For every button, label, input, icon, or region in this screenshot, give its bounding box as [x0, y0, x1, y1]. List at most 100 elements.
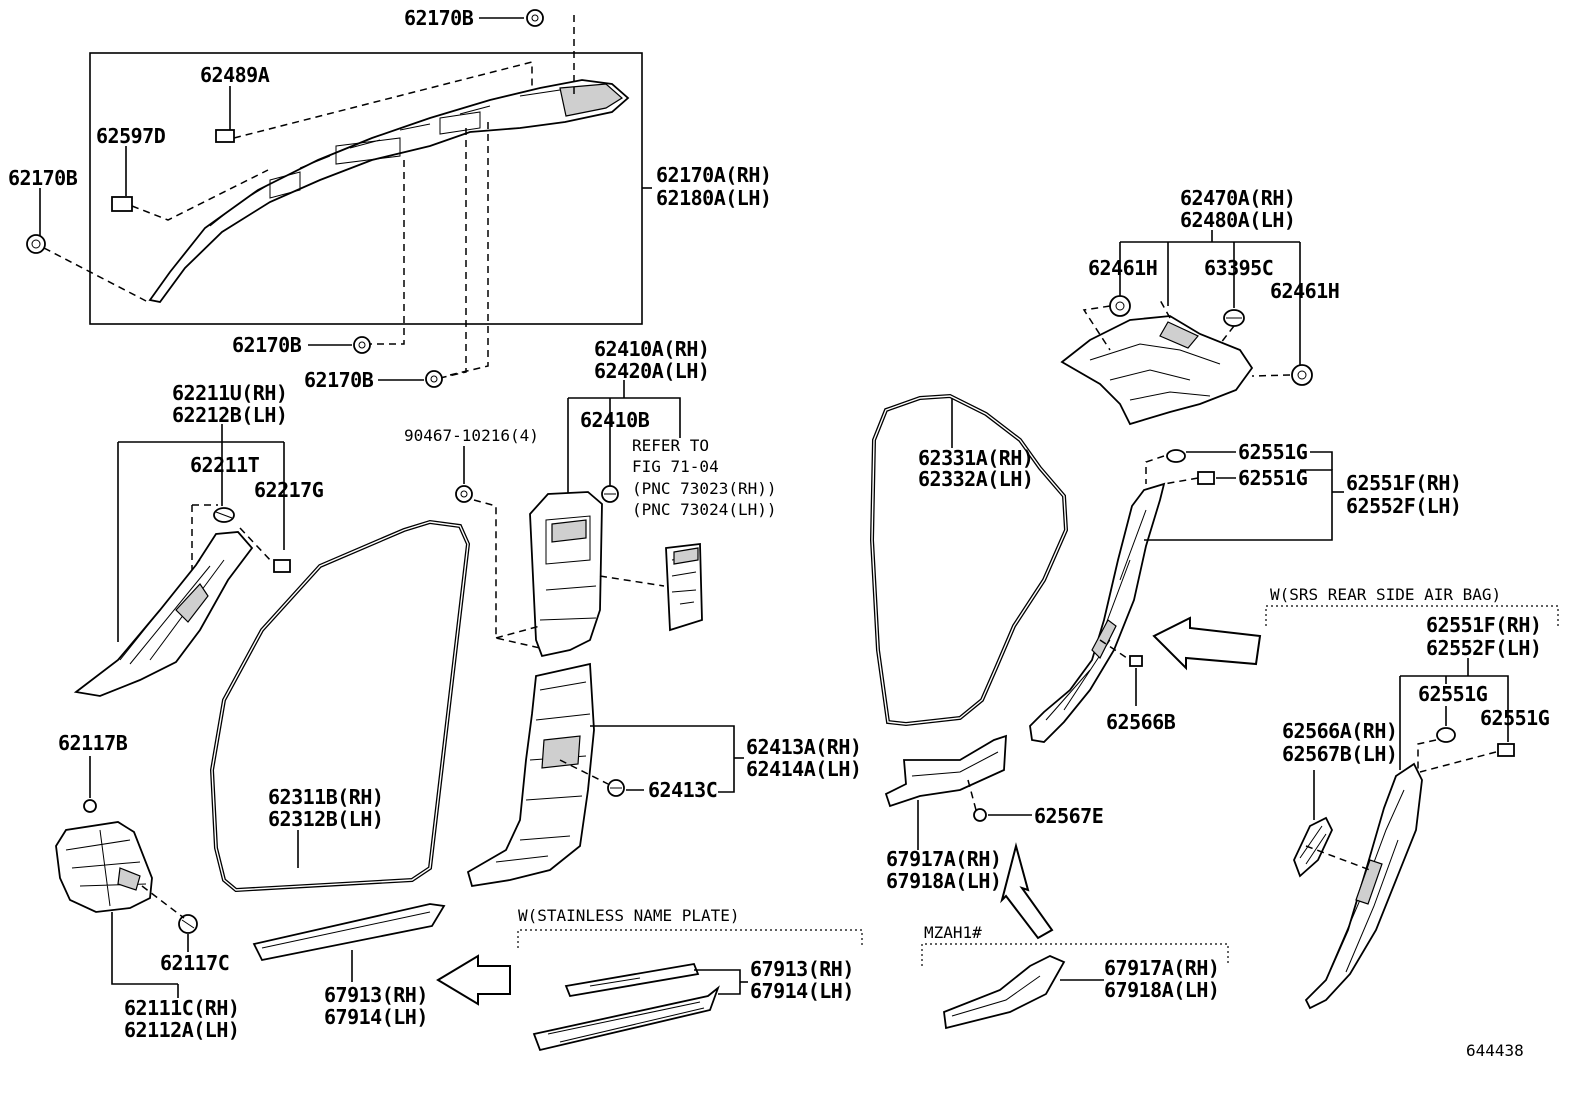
label-62551G-c: 62551G [1418, 682, 1488, 706]
label-62111C-rh: 62111C(RH) [124, 996, 239, 1020]
screw-62170B-low [425, 370, 443, 388]
label-62112A-lh: 62112A(LH) [124, 1018, 239, 1042]
label-62170A-rh: 62170A(RH) [656, 163, 771, 187]
roof-side-rail-part [148, 79, 630, 303]
label-62551G-b: 62551G [1238, 466, 1308, 490]
front-door-weatherstrip [209, 519, 471, 893]
label-62414A-lh: 62414A(LH) [746, 757, 861, 781]
label-63395C: 63395C [1204, 256, 1273, 280]
clip-62551G-c [1436, 727, 1456, 743]
label-62410B: 62410B [580, 408, 650, 432]
screw-62170B-mid [353, 336, 371, 354]
clip-62117B [83, 799, 97, 813]
diagram-number: 644438 [1466, 1041, 1524, 1060]
label-pnc-lh: (PNC 73024(LH)) [632, 500, 777, 519]
label-62552F-lh-a: 62552F(LH) [1346, 494, 1461, 518]
center-pillar-upper-group [455, 380, 703, 658]
clip-62551G-a [1166, 449, 1186, 463]
label-62551G-d: 62551G [1480, 706, 1550, 730]
label-90467: 90467-10216(4) [404, 426, 539, 445]
label-62567E: 62567E [1034, 804, 1103, 828]
label-62311B-rh: 62311B(RH) [268, 785, 383, 809]
kick-panel-part [55, 821, 153, 913]
label-62551F-rh-a: 62551F(RH) [1346, 471, 1461, 495]
rear-pillar-part [1029, 482, 1166, 743]
label-62461H-b: 62461H [1270, 279, 1339, 303]
label-62117C: 62117C [160, 951, 229, 975]
screw-90467 [455, 485, 473, 503]
label-62489A: 62489A [200, 63, 270, 87]
label-62597D: 62597D [96, 124, 166, 148]
label-62470A-rh: 62470A(RH) [1180, 186, 1295, 210]
label-62170B-low: 62170B [304, 368, 374, 392]
label-62331A-rh: 62331A(RH) [918, 446, 1033, 470]
airbag-cover-62566A [1293, 816, 1333, 878]
label-67914-lh-b: 67914(LH) [750, 979, 854, 1003]
arrow-left-rear [1152, 616, 1262, 671]
label-62552F-lh-b: 62552F(LH) [1426, 636, 1541, 660]
label-62461H-a: 62461H [1088, 256, 1157, 280]
screw-62170B-top [526, 9, 544, 27]
label-62217G: 62217G [254, 478, 324, 502]
label-62413A-rh: 62413A(RH) [746, 735, 861, 759]
label-67913-rh-a: 67913(RH) [324, 983, 428, 1007]
rear-door-weatherstrip [869, 393, 1069, 727]
label-62420A-lh: 62420A(LH) [594, 359, 709, 383]
arrow-left-front [436, 954, 511, 1006]
label-67917A-rh-a: 67917A(RH) [886, 847, 1001, 871]
rear-pillar-group [1029, 449, 1344, 743]
seat-belt-cover [665, 542, 703, 632]
mzah-group [921, 943, 1229, 1030]
label-62180A-lh: 62180A(LH) [656, 186, 771, 210]
clip-63395C [1223, 309, 1245, 327]
clip-62567E [973, 808, 987, 822]
clip-62461H-b [1291, 364, 1313, 386]
label-67918A-lh-a: 67918A(LH) [886, 869, 1001, 893]
rear-scuff-plate [884, 734, 1054, 940]
label-67917A-rh-b: 67917A(RH) [1104, 956, 1219, 980]
label-62413C: 62413C [648, 778, 717, 802]
label-62211T: 62211T [190, 453, 260, 477]
label-62312B-lh: 62312B(LH) [268, 807, 383, 831]
roof-panel-group [1060, 230, 1313, 426]
label-62566B: 62566B [1106, 710, 1176, 734]
front-scuff-plate [252, 903, 511, 1006]
label-fig-71-04: FIG 71-04 [632, 457, 719, 476]
front-pillar-group [73, 424, 291, 697]
label-mzah: MZAH1# [924, 923, 982, 942]
roof-side-rail-group [26, 9, 652, 388]
label-62566A-rh: 62566A(RH) [1282, 719, 1397, 743]
clip-62211T [213, 507, 235, 523]
clip-62461H-a [1109, 295, 1131, 317]
label-62551F-rh-b: 62551F(RH) [1426, 613, 1541, 637]
label-62170B-left: 62170B [8, 166, 78, 190]
clip-62217G [273, 559, 291, 573]
label-62567B-lh: 62567B(LH) [1282, 742, 1397, 766]
kick-panel-group [55, 756, 198, 998]
label-62117B: 62117B [58, 731, 128, 755]
label-pnc-rh: (PNC 73023(RH)) [632, 479, 777, 498]
srs-airbag-group [1265, 605, 1559, 1010]
label-67914-lh-a: 67914(LH) [324, 1005, 428, 1029]
screw-62170B-left [26, 234, 46, 254]
clip-62551G-b [1197, 471, 1215, 485]
clip-62551G-d [1497, 743, 1515, 757]
label-67918A-lh-b: 67918A(LH) [1104, 978, 1219, 1002]
label-w-srs: W(SRS REAR SIDE AIR BAG) [1270, 585, 1501, 604]
clip-62413C [607, 779, 625, 797]
center-pillar-lower-group [466, 662, 744, 888]
roof-panel-part [1060, 315, 1254, 426]
label-62170B-mid: 62170B [232, 333, 302, 357]
label-62551G-a: 62551G [1238, 440, 1308, 464]
label-62410A-rh: 62410A(RH) [594, 337, 709, 361]
label-62170B-top: 62170B [404, 6, 474, 30]
center-pillar-upper-part [529, 491, 603, 658]
stainless-plate-group [517, 929, 863, 1052]
clip-62597D [111, 196, 133, 212]
front-pillar-part [73, 531, 254, 697]
label-67913-rh-b: 67913(RH) [750, 957, 854, 981]
clip-62117C [178, 914, 198, 934]
label-refer-to: REFER TO [632, 436, 709, 455]
label-w-stainless: W(STAINLESS NAME PLATE) [518, 906, 740, 925]
